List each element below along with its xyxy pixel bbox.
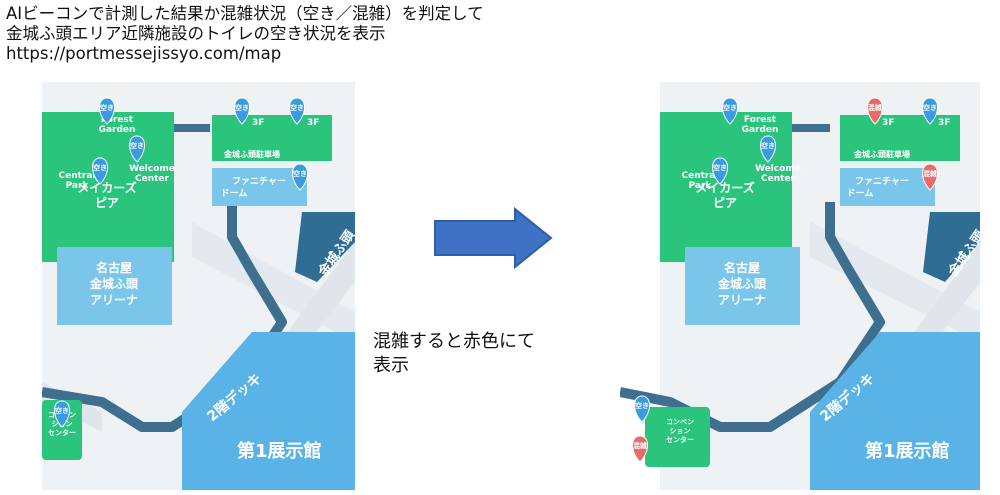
central-label-2: Park: [689, 181, 713, 191]
toilet-pin-vacant-icon[interactable]: 空き: [289, 97, 305, 125]
toilet-pin-vacant-icon[interactable]: 空き: [292, 163, 308, 191]
pin-status-label: 空き: [713, 163, 727, 172]
pin-status-label: 空き: [235, 103, 249, 112]
convention-label-2: ション: [670, 427, 691, 435]
pin-status-label: 空き: [761, 141, 775, 150]
convention-block: [42, 400, 82, 460]
map-after: メイカーズ ピア Forest Garden Central Park Welc…: [620, 82, 980, 490]
map-after-svg: メイカーズ ピア Forest Garden Central Park Welc…: [620, 82, 980, 490]
caption-line-1: 混雑すると赤色にて: [373, 331, 535, 352]
forest-label-1: Forest: [101, 115, 134, 125]
map-before-svg: メイカーズ ピア Forest Garden Central Park Welc…: [42, 82, 355, 490]
pin-status-label: 空き: [723, 103, 737, 112]
pin-status-label: 空き: [100, 103, 114, 112]
arena-label-3: アリーナ: [718, 293, 766, 307]
pin-status-label: 空き: [923, 103, 937, 112]
furniture-label-2: ドーム: [221, 188, 248, 199]
furniture-dome: [212, 168, 307, 206]
hall-block: [182, 332, 355, 490]
heading: AIビーコンで計測した結果か混雑状況（空き／混雑）を判定して 金城ふ頭エリア近隣…: [6, 4, 484, 64]
forest-label-1: Forest: [744, 115, 777, 125]
floor-3f-2: 3F: [938, 118, 950, 128]
makers-label-2: ピア: [95, 196, 119, 210]
parking-label: 金城ふ頭駐車場: [853, 149, 910, 159]
forest-label-2: Garden: [742, 125, 779, 135]
toilet-pin-crowded-icon[interactable]: 混雑: [867, 97, 883, 125]
map-before: メイカーズ ピア Forest Garden Central Park Welc…: [42, 82, 355, 490]
heading-url[interactable]: https://portmessejissyo.com/map: [6, 44, 282, 63]
convention-label-1: コンベン: [666, 418, 694, 426]
makers-label-2: ピア: [713, 196, 737, 210]
pin-status-label: 空き: [635, 401, 649, 410]
toilet-pin-vacant-icon[interactable]: 空き: [634, 395, 650, 423]
toilet-pin-vacant-icon[interactable]: 空き: [760, 135, 776, 163]
toilet-pin-crowded-icon[interactable]: 混雑: [922, 163, 938, 191]
makers-pier-area: [42, 112, 174, 262]
welcome-label-1: Welcome: [129, 164, 175, 174]
central-label-2: Park: [66, 181, 90, 191]
furniture-label-2: ドーム: [847, 188, 874, 199]
arena-label-1: 名古屋: [96, 260, 132, 275]
parking-label: 金城ふ頭駐車場: [223, 149, 280, 159]
caption: 混雑すると赤色にて 表示: [373, 330, 535, 378]
convention-label-3: センター: [666, 435, 694, 444]
parking-area: [212, 115, 332, 161]
arrow-icon: [434, 207, 553, 269]
furniture-label-1: ファニチャー: [232, 176, 286, 187]
toilet-pin-vacant-icon[interactable]: 空き: [54, 400, 70, 428]
furniture-label-1: ファニチャー: [855, 176, 909, 187]
makers-label-1: メイカーズ: [695, 180, 754, 195]
hall-label: 第1展示館: [865, 440, 950, 462]
floor-3f-2: 3F: [307, 118, 319, 128]
central-label-1: Central: [58, 171, 95, 181]
forest-label-2: Garden: [99, 125, 136, 135]
pin-status-label: 空き: [293, 169, 307, 178]
toilet-pin-vacant-icon[interactable]: 空き: [234, 97, 250, 125]
toilet-pin-vacant-icon[interactable]: 空き: [129, 135, 145, 163]
arena-label-2: 金城ふ頭: [717, 276, 767, 291]
toilet-pin-vacant-icon[interactable]: 空き: [92, 157, 108, 185]
pin-status-label: 空き: [55, 406, 69, 415]
pins-after: 空き空き空き混雑空き混雑空き混雑: [632, 97, 938, 463]
pin-status-label: 混雑: [633, 441, 647, 450]
hall-label: 第1展示館: [237, 440, 322, 462]
pin-status-label: 混雑: [923, 169, 937, 178]
pins-before: 空き空き空き空き空き空き空き: [54, 97, 308, 428]
central-label-1: Central: [681, 171, 718, 181]
pin-status-label: 混雑: [868, 103, 882, 112]
pin-status-label: 空き: [290, 103, 304, 112]
floor-3f-1: 3F: [252, 118, 264, 128]
arena-block: [57, 247, 172, 325]
arena-label-3: アリーナ: [90, 293, 138, 307]
floor-3f-1: 3F: [882, 118, 894, 128]
arena-label-1: 名古屋: [724, 260, 760, 275]
welcome-label-1: Welcome: [755, 164, 801, 174]
pin-status-label: 空き: [130, 141, 144, 150]
toilet-pin-vacant-icon[interactable]: 空き: [722, 97, 738, 125]
heading-line-2: 金城ふ頭エリア近隣施設のトイレの空き状況を表示: [6, 24, 386, 43]
heading-line-1: AIビーコンで計測した結果か混雑状況（空き／混雑）を判定して: [6, 4, 484, 23]
toilet-pin-vacant-icon[interactable]: 空き: [712, 157, 728, 185]
caption-line-2: 表示: [373, 355, 409, 376]
welcome-label-2: Center: [135, 174, 170, 184]
makers-label-1: メイカーズ: [77, 180, 136, 195]
convention-label-3: センター: [48, 428, 76, 437]
toilet-pin-crowded-icon[interactable]: 混雑: [632, 435, 648, 463]
pin-status-label: 空き: [93, 163, 107, 172]
welcome-label-2: Center: [761, 174, 796, 184]
toilet-pin-vacant-icon[interactable]: 空き: [922, 97, 938, 125]
toilet-pin-vacant-icon[interactable]: 空き: [99, 97, 115, 125]
arena-label-2: 金城ふ頭: [89, 276, 139, 291]
